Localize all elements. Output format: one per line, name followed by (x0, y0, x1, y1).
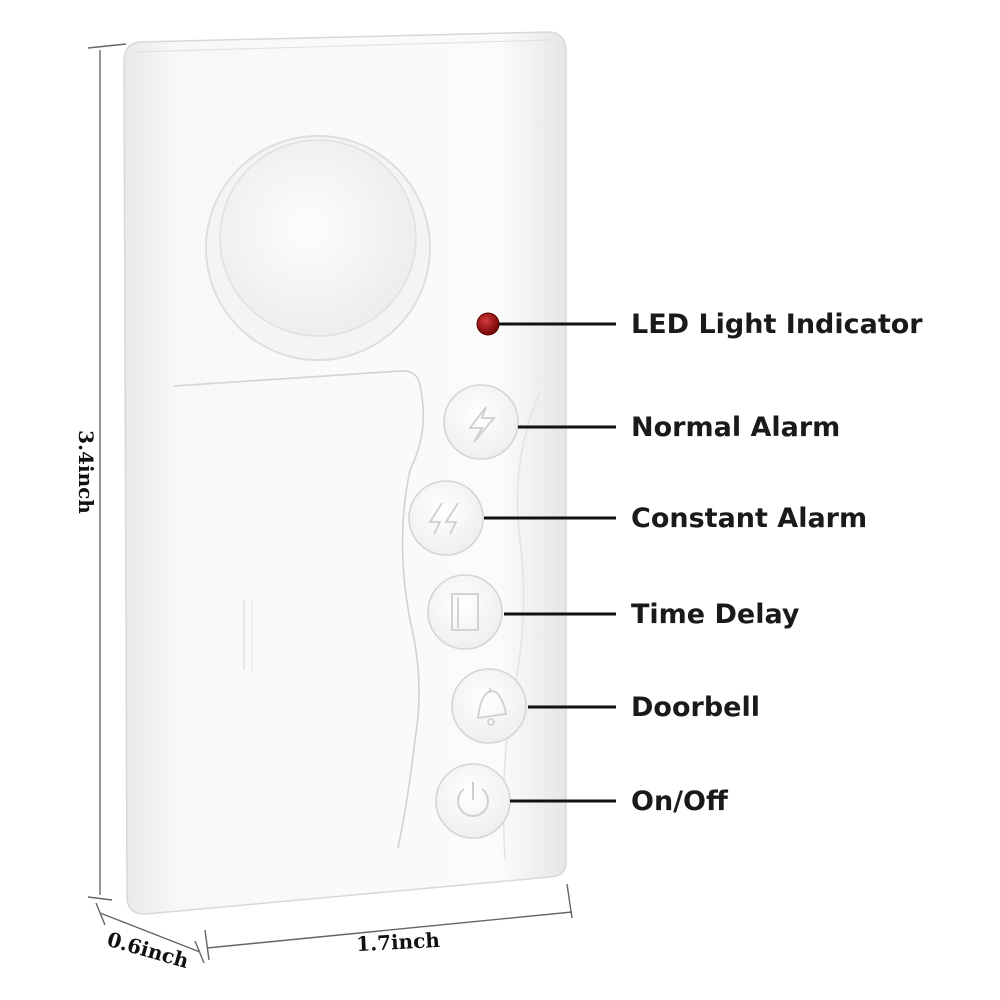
callout-doorbell: Doorbell (631, 692, 760, 723)
normal-alarm-button[interactable] (443, 384, 519, 460)
callout-lines (484, 322, 616, 803)
dimension-height-label: 3.4inch (74, 430, 98, 514)
callout-time-delay: Time Delay (631, 599, 800, 630)
callout-led-light-indicator: LED Light Indicator (631, 309, 923, 340)
dimension-lines (87, 43, 573, 964)
on-off-button[interactable] (435, 763, 511, 839)
bell-icon (476, 688, 508, 726)
constant-alarm-button[interactable] (408, 480, 484, 556)
double-lightning-icon (428, 502, 459, 535)
dimension-width-label: 1.7inch (355, 927, 441, 957)
alarm-device (123, 31, 567, 915)
callout-on-off: On/Off (631, 786, 728, 817)
doorbell-button[interactable] (451, 668, 527, 744)
callout-normal-alarm: Normal Alarm (631, 412, 841, 443)
time-delay-button[interactable] (427, 574, 503, 650)
led-light (476, 312, 500, 336)
speaker-grille (205, 135, 431, 361)
power-icon (457, 782, 489, 817)
callout-constant-alarm: Constant Alarm (631, 503, 868, 534)
door-icon (451, 593, 479, 631)
lightning-icon (468, 406, 496, 443)
